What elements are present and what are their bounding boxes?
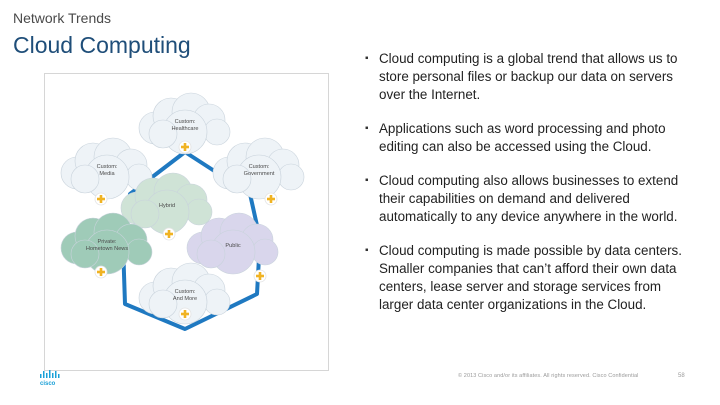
bullet-text: Cloud computing is a global trend that a… (379, 51, 678, 102)
plus-icon (94, 192, 108, 206)
cloud-label: Custom: (175, 289, 196, 295)
bullet-item: ▪ Applications such as word processing an… (365, 120, 695, 156)
cloud-label: And More (173, 296, 197, 302)
bullet-item: ▪ Cloud computing is made possible by dat… (365, 242, 695, 314)
cloud-label: Private: (98, 239, 117, 245)
cloud-public: Public (186, 212, 279, 275)
copyright-footer: © 2013 Cisco and/or its affiliates. All … (458, 373, 639, 379)
cloud-hybrid: Hybrid (120, 172, 213, 235)
bullet-icon: ▪ (365, 175, 369, 186)
plus-icon (178, 140, 192, 154)
bullet-item: ▪ Cloud computing also allows businesses … (365, 172, 695, 226)
bullet-text: Applications such as word processing and… (379, 121, 666, 154)
plus-icon (178, 307, 192, 321)
cloud-label: Healthcare (171, 126, 198, 132)
cloud-private-hometown-news: Private:Hometown News (60, 212, 153, 275)
plus-icon (264, 192, 278, 206)
plus-icon (94, 265, 108, 279)
svg-text:cisco: cisco (40, 381, 56, 387)
page-number: 58 (678, 373, 685, 379)
cloud-custom-media: Custom:Media (60, 137, 153, 200)
cloud-custom-healthcare: Custom:Healthcare (138, 92, 231, 155)
cloud-label: Custom: (249, 164, 270, 170)
bullet-item: ▪ Cloud computing is a global trend that … (365, 50, 695, 104)
plus-icon (162, 227, 176, 241)
page-title: Cloud Computing (13, 32, 191, 58)
bullet-list: ▪ Cloud computing is a global trend that … (365, 50, 695, 330)
bullet-icon: ▪ (365, 53, 369, 64)
plus-icon (253, 269, 267, 283)
cloud-custom-government: Custom:Government (212, 137, 305, 200)
cloud-custom-and-more: Custom:And More (138, 262, 231, 325)
bullet-icon: ▪ (365, 245, 369, 256)
cloud-label: Custom: (97, 164, 118, 170)
bullet-text: Cloud computing also allows businesses t… (379, 173, 679, 224)
bullet-text: Cloud computing is made possible by data… (379, 243, 682, 312)
section-title: Network Trends (13, 10, 112, 26)
cloud-label: Government (244, 171, 275, 177)
cloud-label: Hybrid (159, 203, 175, 209)
cloud-diagram-svg: Custom:HealthcareCustom:MediaCustom:Gove… (60, 92, 305, 331)
cisco-logo: cisco (40, 370, 60, 387)
cloud-label: Hometown News (86, 246, 128, 252)
cloud-label: Media (99, 171, 115, 177)
bullet-icon: ▪ (365, 123, 369, 134)
cloud-label: Custom: (175, 119, 196, 125)
cloud-label: Public (225, 243, 240, 249)
